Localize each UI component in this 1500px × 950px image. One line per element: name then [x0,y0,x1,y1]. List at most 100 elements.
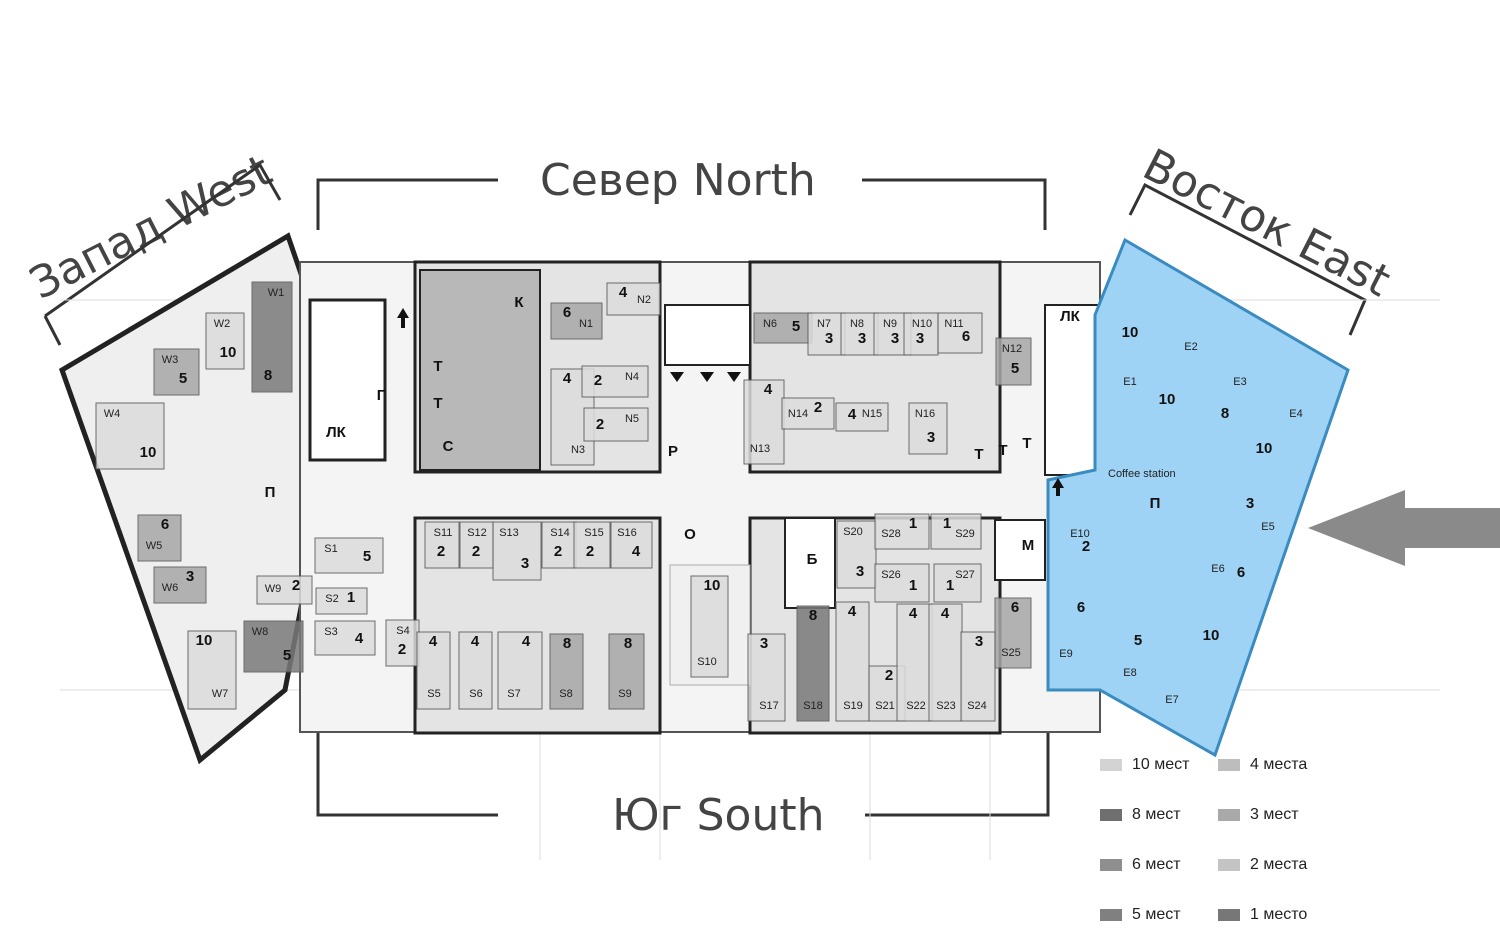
room-s8[interactable]: S88 [549,633,584,710]
room-n2[interactable]: N24 [606,282,661,316]
room-area [95,402,165,470]
room-w6[interactable]: W6 3 [153,566,207,604]
room-seat-count: 10 [1122,324,1139,341]
room-seat-count: 6 [1237,564,1245,581]
room-n4[interactable]: N42 [581,365,649,398]
room-w1[interactable]: W18 [251,281,293,393]
room-w5[interactable]: W56 [137,514,182,562]
legend-swatch [1100,759,1122,771]
room-seat-count: 4 [764,381,773,398]
room-seat-count: 5 [792,318,800,335]
room-e9[interactable]: E96 [1059,599,1085,660]
room-area [747,633,786,722]
arrow-up-icon [1052,478,1064,496]
facility-label: П [265,484,276,501]
room-s9[interactable]: S98 [608,633,645,710]
room-code: W6 [162,582,179,594]
legend-item: 4 места [1218,756,1307,774]
room-s4[interactable]: S42 [385,619,420,667]
room-area [243,620,304,673]
room-seat-count: 2 [586,543,594,560]
room-w8[interactable]: W85 [243,620,304,673]
room-code: S27 [955,569,975,581]
room-seat-count: 6 [161,516,169,533]
room-seat-count: 3 [858,330,866,347]
legend-swatch [1100,809,1122,821]
room-code: S11 [434,527,453,539]
room-n5[interactable]: N52 [583,407,649,442]
room-e8[interactable]: E85 [1123,632,1142,679]
room-e3[interactable]: E38 [1221,376,1247,422]
legend-label: 3 мест [1250,806,1299,823]
zone-brackets [43,162,1367,817]
room-e1[interactable]: E1 10 [1122,324,1139,388]
room-seat-count: 3 [975,633,983,650]
room-seat-count: 3 [186,568,194,585]
room-s7[interactable]: S74 [497,631,543,710]
room-area [836,520,877,589]
room-code: S12 [467,527,487,539]
room-seat-count: 4 [619,284,628,301]
room-code: S19 [843,700,863,712]
room-s6[interactable]: S64 [458,631,493,710]
room-e5[interactable]: E53 [1246,495,1275,533]
room-w3[interactable]: W35 [153,348,200,396]
room-code: E1 [1123,376,1136,388]
room-area [610,521,653,569]
room-area [205,312,245,370]
room-s5[interactable]: S54 [416,631,451,710]
room-n1[interactable]: N16 [550,302,603,340]
room-n8[interactable]: N83 [840,312,879,356]
room-code: N8 [850,318,864,330]
room-n7[interactable]: N73 [807,312,846,356]
east-wing-highlight[interactable] [1046,237,1350,758]
room-code: S8 [559,688,572,700]
room-seat-count: 2 [596,416,604,433]
room-code: N4 [625,371,639,383]
facility-label: П [1150,495,1161,512]
room-area [930,513,982,550]
legend-item: 8 мест [1100,806,1181,824]
room-seat-count: 2 [437,543,445,560]
